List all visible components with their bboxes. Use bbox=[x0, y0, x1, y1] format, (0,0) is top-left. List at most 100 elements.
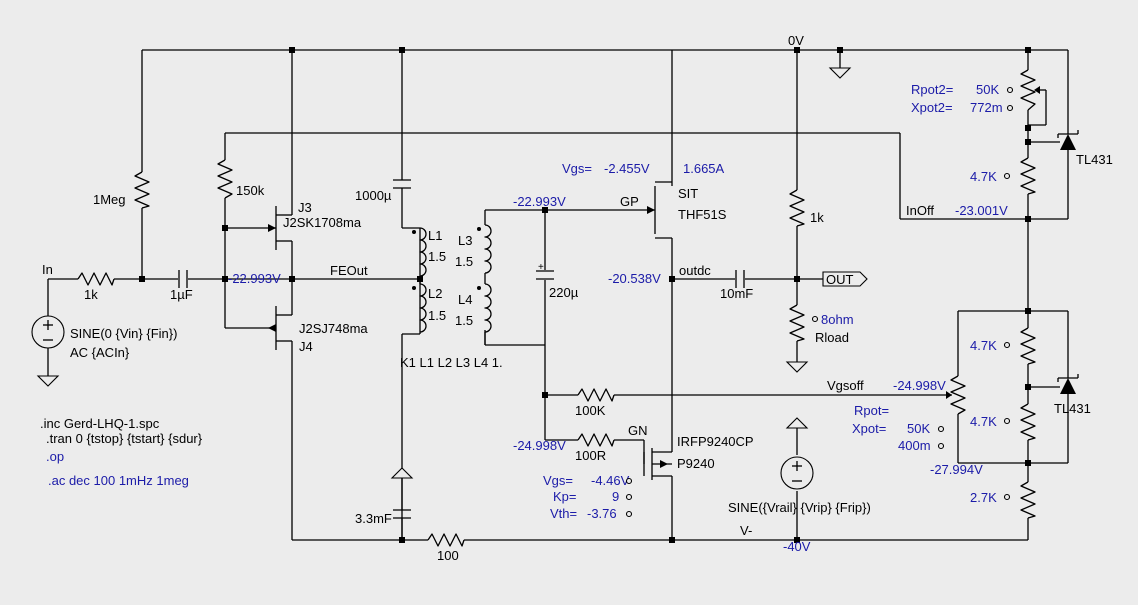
voltage-outdc: -20.538V bbox=[608, 271, 661, 286]
sit-name: SIT bbox=[678, 186, 698, 201]
pot2-param-value: 772m bbox=[970, 100, 1003, 115]
spice-directive: .op bbox=[46, 449, 64, 464]
capacitor-3m3 bbox=[393, 509, 411, 519]
resistor-4k7-mid-a bbox=[1020, 327, 1036, 365]
pmos-param-label: Vgs= bbox=[543, 473, 573, 488]
net-inoff: InOff bbox=[906, 203, 934, 218]
resistor-150k bbox=[217, 159, 233, 199]
pmos-param-value: -4.46V bbox=[591, 473, 630, 488]
label-1000u: 1000µ bbox=[355, 188, 392, 203]
rail-top-label: 0V bbox=[788, 33, 804, 48]
inductor-l2-value: 1.5 bbox=[428, 308, 446, 323]
spice-directive: .tran 0 {tstop} {tstart} {sdur} bbox=[46, 431, 203, 446]
label-1meg: 1Meg bbox=[93, 192, 126, 207]
inductor-l3 bbox=[484, 224, 492, 274]
label-rload-value: 8ohm bbox=[821, 312, 854, 327]
pmos-param-value: -3.76 bbox=[587, 506, 617, 521]
ground-symbol bbox=[36, 375, 60, 387]
inductor-l3-name: L3 bbox=[458, 233, 472, 248]
inductor-l4-value: 1.5 bbox=[455, 313, 473, 328]
junctions bbox=[139, 47, 1031, 543]
rail-bottom-label: -40V bbox=[783, 539, 811, 554]
source-ripple-wave: SINE({Vrail} {Vrip} {Frip}) bbox=[728, 500, 871, 515]
pot2-param-label: Xpot2= bbox=[911, 100, 953, 115]
sit-model: THF51S bbox=[678, 207, 727, 222]
resistor-4k7-top bbox=[1020, 157, 1036, 195]
j4-name: J4 bbox=[299, 339, 313, 354]
resistor-2k7 bbox=[1020, 481, 1036, 519]
coupling-directive: K1 L1 L2 L3 L4 1. bbox=[400, 355, 503, 370]
source-ripple bbox=[780, 456, 814, 490]
pmos-name: P9240 bbox=[677, 456, 715, 471]
ground-symbol bbox=[785, 361, 809, 373]
spice-directive: .ac dec 100 1mHz 1meg bbox=[48, 473, 189, 488]
label-100: 100 bbox=[437, 548, 459, 563]
label-1k-out: 1k bbox=[810, 210, 824, 225]
inductor-l2-name: L2 bbox=[428, 286, 442, 301]
label-10mF: 10mF bbox=[720, 286, 753, 301]
net-outdc: outdc bbox=[679, 263, 711, 278]
sit-vgs-value: -2.455V bbox=[604, 161, 650, 176]
source-input-ac: AC {ACIn} bbox=[70, 345, 130, 360]
net-vgsoff: Vgsoff bbox=[827, 378, 864, 393]
voltage-fe: -22.993V bbox=[228, 271, 281, 286]
label-2k7: 2.7K bbox=[970, 490, 997, 505]
jfet-j4 bbox=[268, 306, 292, 350]
capacitor-1u bbox=[178, 270, 188, 288]
pot-rpot2 bbox=[1020, 69, 1047, 126]
pot-param-value: 50K bbox=[907, 421, 930, 436]
label-4k7-top: 4.7K bbox=[970, 169, 997, 184]
resistor-1k-output bbox=[789, 189, 805, 227]
pot-rpot bbox=[946, 375, 966, 415]
pot2-param-label: Rpot2= bbox=[911, 82, 953, 97]
inductor-l1-name: L1 bbox=[428, 228, 442, 243]
label-rload-name: Rload bbox=[815, 330, 849, 345]
label-3m3: 3.3mF bbox=[355, 511, 392, 526]
wires bbox=[47, 49, 1069, 541]
label-4k7-mid-b: 4.7K bbox=[970, 414, 997, 429]
sit-current: 1.665A bbox=[683, 161, 725, 176]
svg-text:+: + bbox=[538, 262, 544, 273]
pmos-param-value: 9 bbox=[612, 489, 619, 504]
pmos-param-label: Kp= bbox=[553, 489, 577, 504]
label-220u: 220µ bbox=[549, 285, 579, 300]
net-gp: GP bbox=[620, 194, 639, 209]
net-gn: GN bbox=[628, 423, 648, 438]
tl431-top bbox=[1057, 130, 1079, 150]
pmos-model: IRFP9240CP bbox=[677, 434, 754, 449]
label-100r: 100R bbox=[575, 448, 606, 463]
pot2-param-value: 50K bbox=[976, 82, 999, 97]
voltage-inoff: -23.001V bbox=[955, 203, 1008, 218]
voltage-gn: -24.998V bbox=[513, 438, 566, 453]
j3-model: J2SK1708ma bbox=[283, 215, 362, 230]
resistor-rload bbox=[789, 304, 805, 342]
label-1u: 1µF bbox=[170, 287, 193, 302]
capacitor-220u: + bbox=[536, 262, 554, 280]
sit-vgs-label: Vgs= bbox=[562, 161, 592, 176]
net-out: OUT bbox=[826, 272, 854, 287]
inductor-l1-value: 1.5 bbox=[428, 249, 446, 264]
tl431-bottom bbox=[1057, 374, 1079, 394]
pot-param-label: Rpot= bbox=[854, 403, 889, 418]
pot-param-label: Xpot= bbox=[852, 421, 886, 436]
jfet-sit bbox=[647, 181, 673, 239]
j3-name: J3 bbox=[298, 200, 312, 215]
capacitor-10mF bbox=[735, 270, 745, 288]
inductor-l2 bbox=[419, 283, 427, 333]
out-port bbox=[822, 271, 868, 287]
net-in: In bbox=[42, 262, 53, 277]
label-100k: 100K bbox=[575, 403, 606, 418]
tl431-top-label: TL431 bbox=[1076, 152, 1113, 167]
inductor-l1 bbox=[419, 227, 427, 277]
voltage-ref: -27.994V bbox=[930, 462, 983, 477]
voltage-gp: -22.993V bbox=[513, 194, 566, 209]
resistor-100k bbox=[577, 388, 615, 402]
pmos-param-label: Vth= bbox=[550, 506, 577, 521]
j4-model: J2SJ748ma bbox=[299, 321, 368, 336]
label-1k-in: 1k bbox=[84, 287, 98, 302]
inductor-l4-name: L4 bbox=[458, 292, 472, 307]
inductor-l3-value: 1.5 bbox=[455, 254, 473, 269]
voltage-vgsoff: -24.998V bbox=[893, 378, 946, 393]
source-input bbox=[31, 315, 65, 349]
resistor-1meg bbox=[134, 171, 150, 209]
